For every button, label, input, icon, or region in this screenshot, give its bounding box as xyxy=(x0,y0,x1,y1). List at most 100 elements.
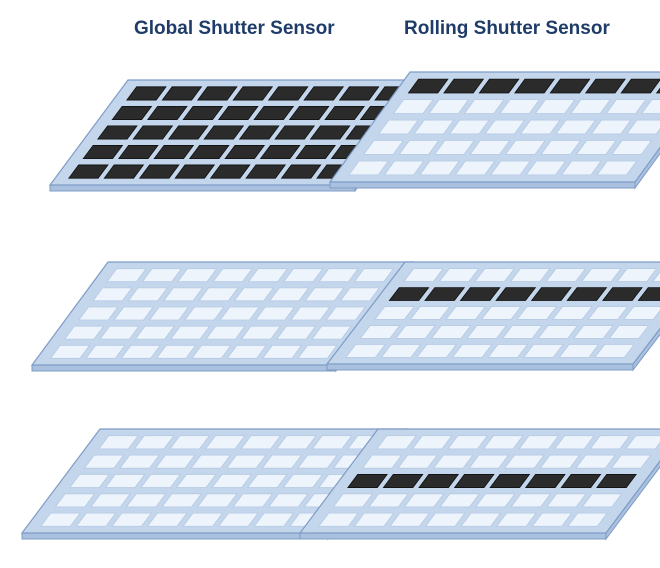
pixel-empty xyxy=(119,454,161,469)
pixel-empty xyxy=(652,271,660,282)
pixel-exposed xyxy=(224,145,266,160)
pixel-empty xyxy=(551,306,593,320)
pixel-empty xyxy=(438,268,480,282)
pixel-empty xyxy=(411,435,453,450)
pixel-exposed xyxy=(620,78,660,94)
pixel-empty xyxy=(558,344,600,358)
pixel-empty xyxy=(610,454,652,469)
pixel-empty xyxy=(219,306,260,321)
pixel-empty xyxy=(454,160,496,176)
pixel-exposed xyxy=(424,287,466,301)
pixel-empty xyxy=(232,493,274,508)
pixel-empty xyxy=(69,474,110,488)
pixel-empty xyxy=(518,435,560,450)
pixel-empty xyxy=(233,287,275,302)
pixel-empty xyxy=(395,325,437,339)
pixel-empty xyxy=(63,325,105,340)
pixel-empty xyxy=(403,493,445,508)
pixel-exposed xyxy=(388,287,430,301)
pixel-empty xyxy=(325,306,366,321)
pixel-empty xyxy=(204,435,246,450)
pixel-empty xyxy=(616,268,658,282)
pixel-empty xyxy=(182,512,224,527)
pixel-empty xyxy=(447,435,489,450)
pixel-empty xyxy=(580,268,622,282)
pixel-empty xyxy=(575,140,617,155)
pixel-empty xyxy=(254,306,296,321)
pixel-empty xyxy=(432,454,474,469)
pixel-empty xyxy=(590,119,632,135)
pixel-exposed xyxy=(132,125,174,140)
sensor-front-edge xyxy=(329,181,636,189)
pixel-empty xyxy=(428,99,470,114)
sensor-rolling-2 xyxy=(325,261,660,372)
pixel-empty xyxy=(374,306,415,320)
pixel-empty xyxy=(253,512,295,527)
pixel-empty xyxy=(545,268,587,282)
pixel-empty xyxy=(283,268,324,283)
pixel-empty xyxy=(345,344,386,358)
pixel-empty xyxy=(40,512,81,527)
pixel-exposed xyxy=(126,86,167,101)
pixel-exposed xyxy=(188,145,230,160)
pixel-empty xyxy=(267,493,309,508)
pixel-empty xyxy=(424,512,466,527)
pixel-exposed xyxy=(382,474,424,488)
pixel-empty xyxy=(416,344,458,358)
pixel-empty xyxy=(155,344,197,359)
pixel-exposed xyxy=(232,86,274,101)
pixel-empty xyxy=(120,344,161,359)
pixel-empty xyxy=(190,454,232,469)
pixel-empty xyxy=(211,474,253,488)
pixel-empty xyxy=(545,493,587,508)
sensor-side-edge xyxy=(632,327,660,372)
pixel-empty xyxy=(361,454,403,469)
pixel-empty xyxy=(522,344,564,358)
pixel-exposed xyxy=(253,105,295,120)
pixel-exposed xyxy=(274,125,316,140)
pixel-exposed xyxy=(338,86,380,101)
pixel-exposed xyxy=(443,78,485,94)
pixel-empty xyxy=(451,344,493,358)
pixel-empty xyxy=(413,119,455,135)
sensor-front-edge xyxy=(21,532,329,540)
pixel-empty xyxy=(297,344,338,359)
pixel-exposed xyxy=(238,125,280,140)
pixel-empty xyxy=(439,493,481,508)
pixel-empty xyxy=(537,325,579,339)
pixel-empty xyxy=(169,435,211,450)
pixel-exposed xyxy=(637,287,660,301)
pixel-empty xyxy=(304,287,345,302)
pixel-empty xyxy=(594,344,635,358)
pixel-exposed xyxy=(138,164,180,179)
pixel-empty xyxy=(318,512,359,527)
pixel-exposed xyxy=(303,86,345,101)
pixel-empty xyxy=(430,325,472,339)
pixel-empty xyxy=(226,344,267,359)
pixel-empty xyxy=(368,493,410,508)
pixel-empty xyxy=(311,325,352,340)
pixel-exposed xyxy=(478,78,520,94)
pixel-empty xyxy=(501,325,543,339)
pixel-empty xyxy=(626,119,660,135)
pixel-exposed xyxy=(161,86,203,101)
pixel-empty xyxy=(261,454,303,469)
pixel-exposed xyxy=(103,164,145,179)
pixel-empty xyxy=(587,306,629,320)
sensor-front-edge xyxy=(326,363,634,371)
pixel-exposed xyxy=(182,105,224,120)
pixel-empty xyxy=(625,435,660,450)
pixel-empty xyxy=(489,160,531,176)
pixel-empty xyxy=(589,435,631,450)
pixel-empty xyxy=(98,435,139,450)
pixel-empty xyxy=(540,140,582,155)
pixel-exposed xyxy=(596,474,637,488)
pixel-empty xyxy=(332,493,374,508)
pixel-empty xyxy=(99,325,140,340)
pixel-empty xyxy=(468,454,510,469)
pixel-empty xyxy=(290,306,331,321)
pixel-empty xyxy=(92,287,133,302)
pixel-empty xyxy=(460,512,502,527)
pixel-empty xyxy=(106,268,147,283)
pixel-exposed xyxy=(288,105,330,120)
